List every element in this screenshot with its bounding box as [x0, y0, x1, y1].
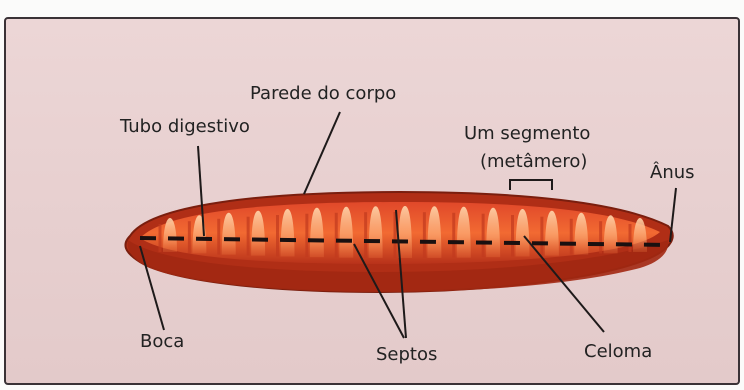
label-anus: Ânus [650, 163, 695, 183]
label-coelom: Celoma [584, 342, 652, 362]
bracket-segment [510, 180, 552, 190]
label-segment-line2: (metâmero) [480, 152, 587, 172]
label-mouth: Boca [140, 332, 184, 352]
label-septa: Septos [376, 345, 437, 365]
leader-body-wall [304, 112, 340, 194]
label-body-wall: Parede do corpo [250, 84, 396, 104]
label-segment-line1: Um segmento [464, 124, 590, 144]
label-digestive-tube: Tubo digestivo [120, 117, 250, 137]
